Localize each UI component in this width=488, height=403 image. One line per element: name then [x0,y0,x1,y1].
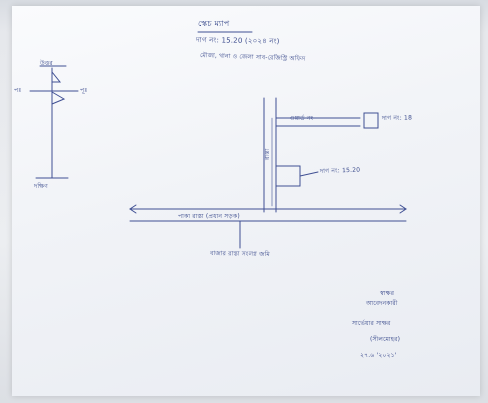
signature-line-2: আবেদনকারী [366,300,398,307]
compass-north-label: উত্তর [40,60,53,67]
compass-west-label: পঃ [14,87,22,94]
signature-line-4: (সীলমোহর) [370,336,401,343]
road-below-label: বাজার রাস্তা সংলগ্ন জমি [209,250,271,259]
signature-line-1: স্বাক্ষর [380,290,395,297]
header-plot-line: দাগ নং: 15.20 (২০২৪ নং) [195,36,280,46]
vertical-road-label: রাস্তা [264,148,271,161]
paper-sheet [12,6,480,396]
compass-arrow-bottom [51,91,66,105]
signature-date: ২৭.৬ '২০২১' [360,352,397,359]
plot-label: দাগ নং: 15.20 [319,166,361,175]
compass-arrow-top [51,71,62,83]
box-label: দাগ নং: 18 [381,114,413,122]
compass-east-label: পূঃ [80,87,88,94]
main-road-label: পাকা রাস্তা (প্রধান সড়ক) [178,213,240,220]
signature-line-3: সার্ভেয়ার সাক্ষর [352,320,391,327]
header-title: স্কেচ ম্যাপ [198,19,230,28]
main-road-arrow-right [399,204,407,214]
small-box [363,112,379,129]
plot-rectangle [275,165,301,187]
plot-leader-line [299,171,319,177]
upper-branch-label: ওয়ার্ড নং [290,115,314,122]
compass-south-label: দক্ষিণ [34,183,48,190]
main-road-arrow-left [129,204,137,214]
